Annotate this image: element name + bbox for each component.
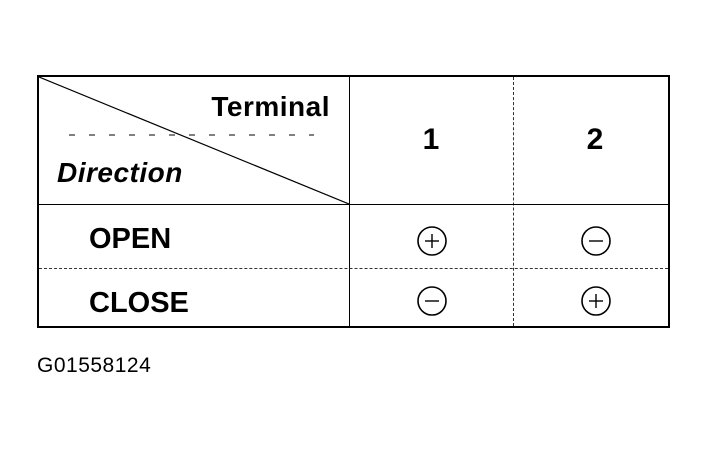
minus-circle-icon: [415, 284, 449, 318]
row-divider: [39, 268, 668, 269]
minus-circle-icon: [579, 224, 613, 258]
terminal-direction-table: Terminal Direction 1 2 OPEN CLOSE: [37, 75, 670, 328]
plus-circle-icon: [415, 224, 449, 258]
header-direction-label: Direction: [57, 157, 183, 188]
header-terminal-label: Terminal: [211, 91, 330, 122]
column-divider-1: [349, 77, 350, 326]
header-diagonal-divider: [39, 77, 349, 204]
row-label-close: CLOSE: [89, 287, 189, 319]
header-row-divider: [39, 204, 668, 205]
column-header-1: 1: [422, 123, 440, 156]
figure-code: G01558124: [37, 354, 152, 377]
plus-circle-icon: [579, 284, 613, 318]
column-divider-2: [513, 77, 514, 326]
column-header-2: 2: [586, 123, 604, 156]
row-label-open: OPEN: [89, 223, 172, 255]
